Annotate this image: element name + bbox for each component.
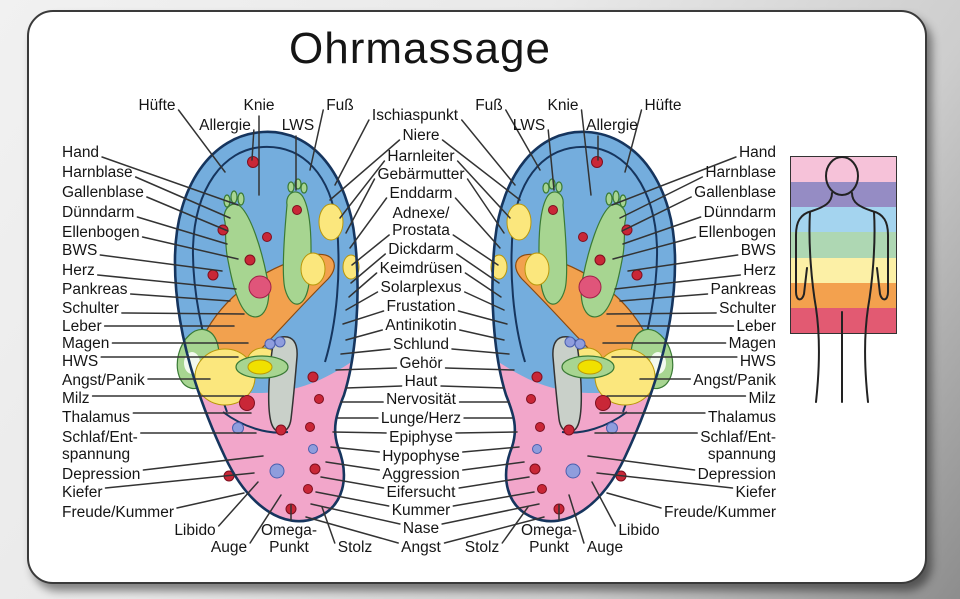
legend-band — [791, 207, 896, 233]
legend-band — [791, 157, 896, 183]
legend-band — [791, 282, 896, 308]
page-title: Ohrmassage — [289, 24, 551, 73]
legend-band — [791, 257, 896, 283]
right-ear-illustration — [477, 127, 687, 527]
legend-band — [791, 307, 896, 333]
body-zone-legend — [790, 156, 897, 334]
legend-band — [791, 232, 896, 258]
left-ear-illustration — [163, 127, 373, 527]
legend-band — [791, 182, 896, 208]
